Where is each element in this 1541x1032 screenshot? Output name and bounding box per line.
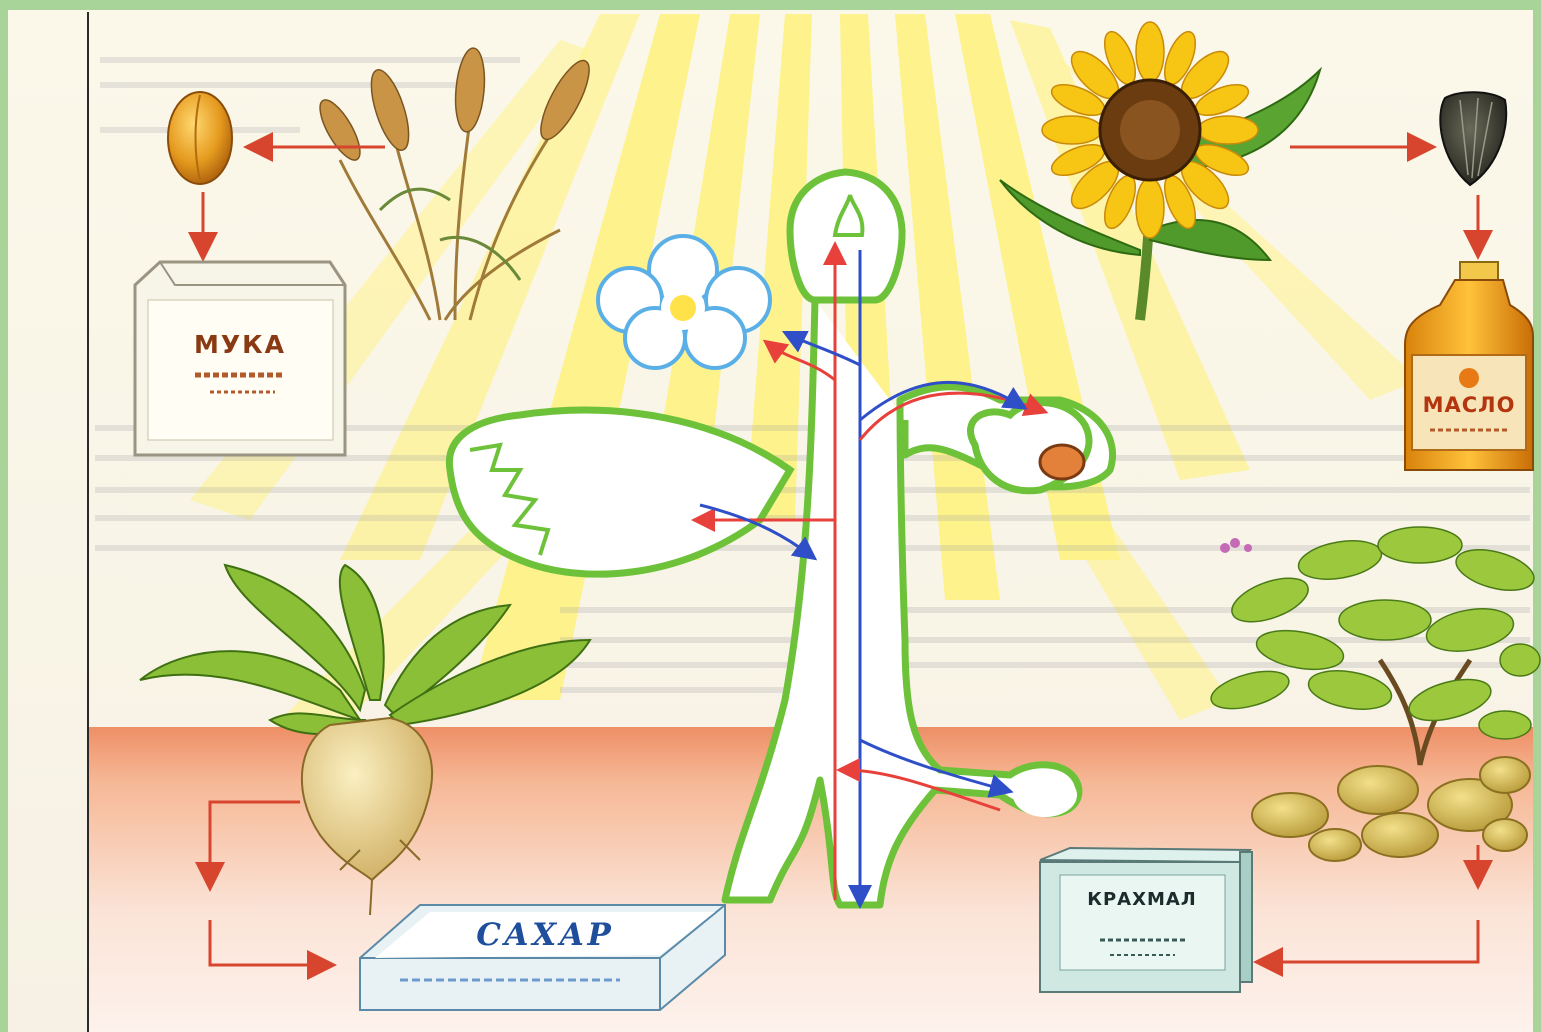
flour-bag: МУКА bbox=[135, 262, 345, 455]
starch-box: КРАХМАЛ bbox=[1040, 848, 1252, 992]
sugar-label: САХАР bbox=[476, 917, 614, 953]
oil-label: МАСЛО bbox=[1423, 393, 1516, 417]
flour-label: МУКА bbox=[194, 330, 286, 359]
root-node bbox=[1013, 773, 1077, 817]
starch-label: КРАХМАЛ bbox=[1087, 889, 1197, 910]
wheat-grain-icon bbox=[168, 92, 232, 184]
fruit-seed bbox=[1040, 445, 1084, 479]
sugar-box: САХАР bbox=[360, 905, 725, 1010]
